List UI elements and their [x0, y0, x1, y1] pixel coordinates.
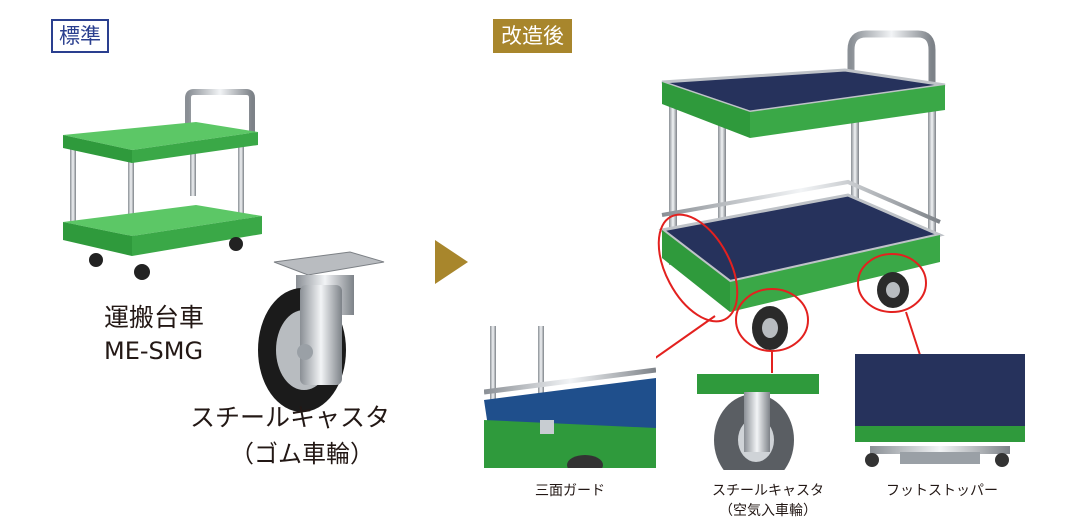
modified-tag: 改造後 — [493, 19, 572, 53]
caster-name-label: スチールキャスタ — [190, 403, 391, 432]
cart-model-label: ME-SMG — [104, 337, 204, 365]
detail-guard-image — [484, 326, 656, 468]
detail-caster-label: スチールキャスタ — [712, 483, 824, 499]
standard-caster-image — [258, 251, 385, 412]
modified-cart-image — [658, 30, 946, 350]
detail-stopper-image — [855, 354, 1025, 470]
standard-tag: 標準 — [51, 19, 109, 53]
arrow-icon — [435, 240, 468, 284]
cart-name-label: 運搬台車 — [104, 303, 205, 332]
highlight-marks — [623, 213, 927, 381]
detail-stopper-label: フットストッパー — [886, 483, 998, 499]
detail-guard-label: 三面ガード — [535, 483, 605, 499]
detail-caster-image — [697, 374, 819, 470]
standard-cart-image — [63, 89, 262, 280]
caster-sub-label: （ゴム車輪） — [230, 440, 374, 468]
detail-caster-sub-label: （空気入車輪） — [719, 503, 817, 519]
